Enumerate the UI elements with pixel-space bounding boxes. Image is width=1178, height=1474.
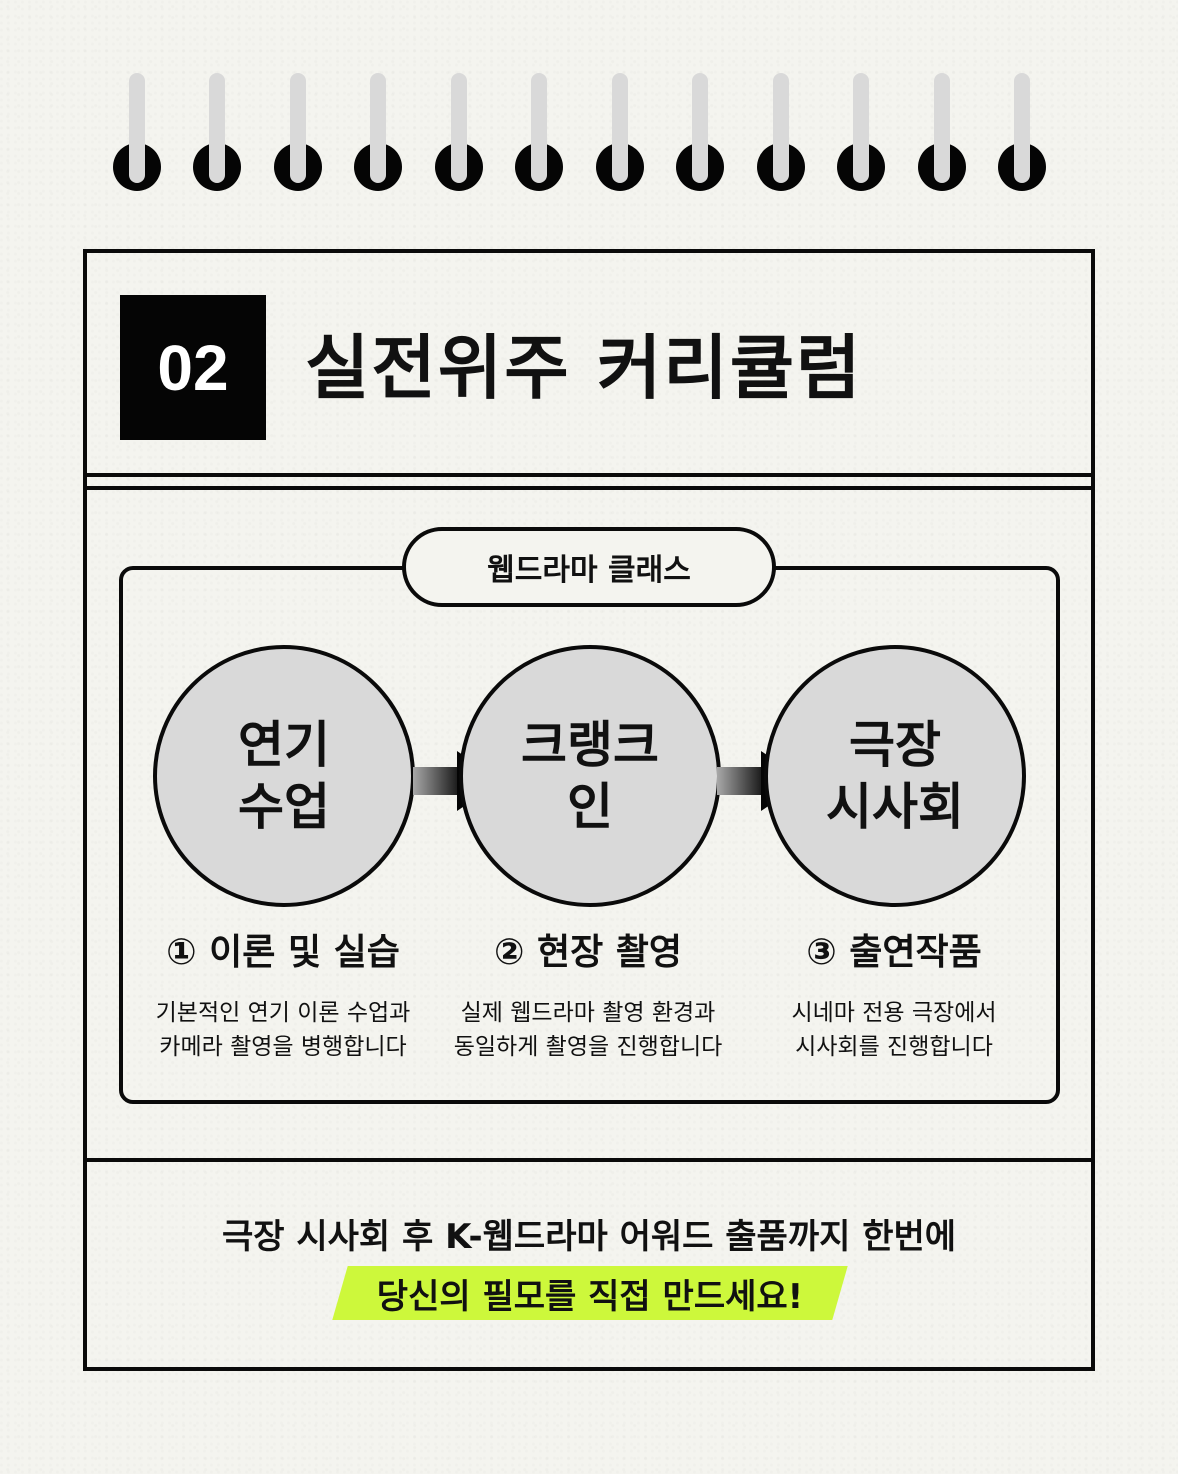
circle-text-line: 크랭크 bbox=[521, 716, 659, 774]
notebook-frame bbox=[83, 249, 1095, 1371]
footer-highlight: 당신의 필모를 직접 만드세요! bbox=[332, 1266, 848, 1320]
footer-highlight-text: 당신의 필모를 직접 만드세요! bbox=[376, 1276, 804, 1317]
flow-circle-acting-class: 연기 수업 bbox=[153, 645, 415, 907]
flow-circle-premiere: 극장 시사회 bbox=[764, 645, 1026, 907]
footer-text: 극장 시사회 후 K-웹드라마 어워드 출품까지 한번에 bbox=[221, 1217, 957, 1257]
binding-ring-icon bbox=[918, 73, 966, 193]
step-featured-work: ③ 출연작품 시네마 전용 극장에서 시사회를 진행합니다 bbox=[734, 928, 1054, 1064]
step-description: 시네마 전용 극장에서 시사회를 진행합니다 bbox=[791, 1000, 997, 1060]
step-title: ① 이론 및 실습 bbox=[166, 932, 400, 973]
binding-ring-icon bbox=[596, 73, 644, 193]
binding-ring-icon bbox=[998, 73, 1046, 193]
footer-divider bbox=[83, 1158, 1095, 1162]
step-description: 기본적인 연기 이론 수업과 카메라 촬영을 병행합니다 bbox=[155, 1000, 411, 1060]
binding-ring-icon bbox=[837, 73, 885, 193]
binding-ring-icon bbox=[435, 73, 483, 193]
step-title: ③ 출연작품 bbox=[806, 932, 982, 973]
class-label-pill: 웹드라마 클래스 bbox=[402, 527, 776, 607]
binding-ring-icon bbox=[193, 73, 241, 193]
class-label: 웹드라마 클래스 bbox=[487, 553, 691, 588]
binding-ring-icon bbox=[676, 73, 724, 193]
circle-text-line: 극장 bbox=[849, 716, 941, 774]
header-divider-top bbox=[83, 473, 1095, 477]
circle-text-line: 연기 bbox=[238, 716, 330, 774]
flow-circle-crank-in: 크랭크 인 bbox=[459, 645, 721, 907]
step-title: ② 현장 촬영 bbox=[493, 932, 683, 973]
step-description: 실제 웹드라마 촬영 환경과 동일하게 촬영을 진행합니다 bbox=[453, 1000, 723, 1060]
header-divider-bottom bbox=[83, 486, 1095, 490]
binding-ring-icon bbox=[354, 73, 402, 193]
step-onsite-shooting: ② 현장 촬영 실제 웹드라마 촬영 환경과 동일하게 촬영을 진행합니다 bbox=[428, 928, 748, 1064]
circle-text-line: 인 bbox=[567, 778, 613, 836]
binding-ring-icon bbox=[515, 73, 563, 193]
page-title: 실전위주 커리큘럼 bbox=[305, 327, 863, 409]
section-number-badge: 02 bbox=[120, 295, 266, 440]
binding-ring-icon bbox=[757, 73, 805, 193]
binding-ring-icon bbox=[274, 73, 322, 193]
step-theory-practice: ① 이론 및 실습 기본적인 연기 이론 수업과 카메라 촬영을 병행합니다 bbox=[123, 928, 443, 1064]
binding-ring-icon bbox=[113, 73, 161, 193]
circle-text-line: 수업 bbox=[238, 778, 330, 836]
circle-text-line: 시사회 bbox=[826, 778, 964, 836]
